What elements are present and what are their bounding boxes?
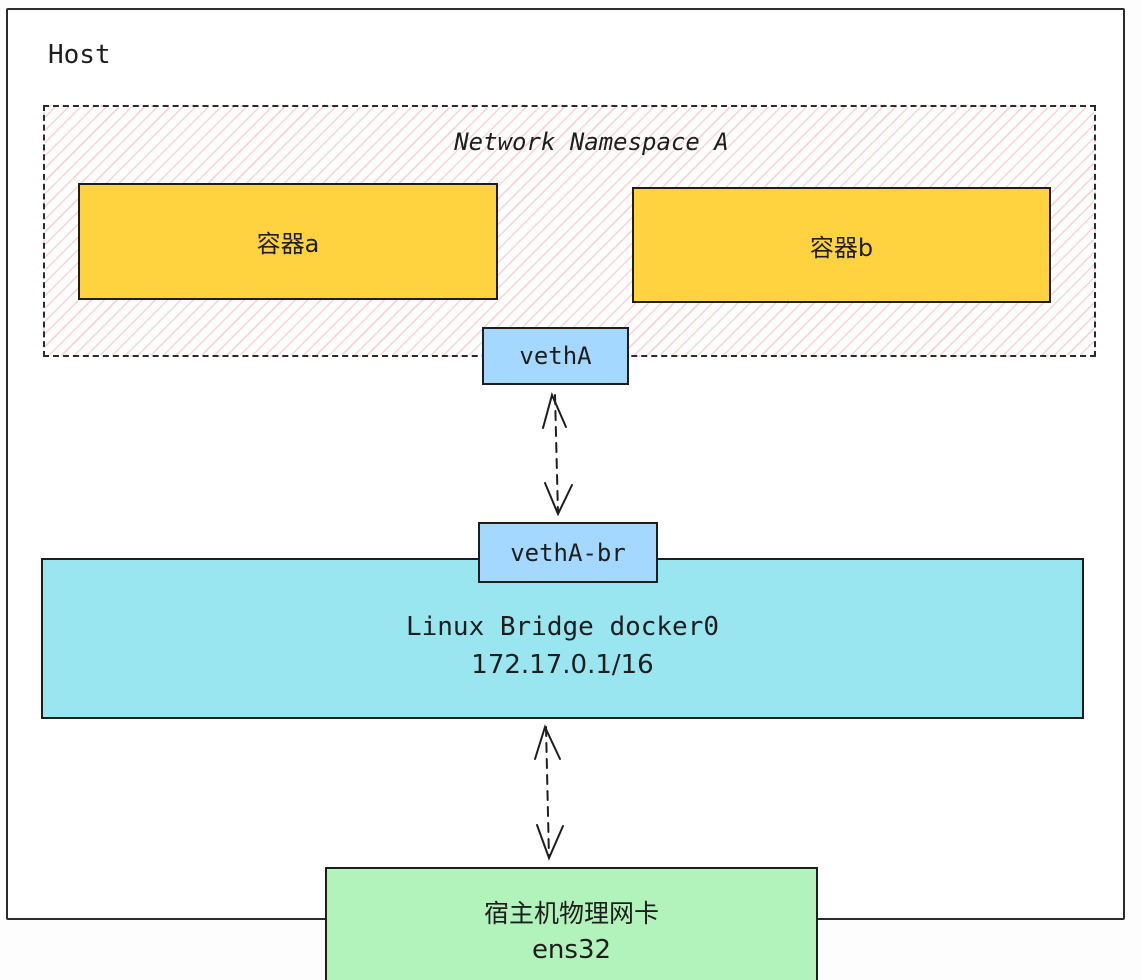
veth-a-port: vethA	[482, 327, 629, 385]
physical-nic-box	[325, 867, 818, 980]
veth-a-label: vethA	[519, 342, 592, 370]
linux-bridge-ip: 172.17.0.1/16	[471, 650, 654, 680]
container-a-box: 容器a	[78, 183, 498, 300]
container-b-label: 容器b	[809, 233, 874, 262]
container-a-label: 容器a	[256, 230, 320, 258]
physical-nic-device: ens32	[531, 935, 612, 965]
linux-bridge-name: Linux Bridge docker0	[405, 612, 720, 642]
network-namespace-label: Network Namespace A	[454, 128, 729, 156]
linux-bridge-box	[41, 558, 1084, 719]
veth-a-br-port: vethA-br	[478, 522, 658, 583]
container-b-box: 容器b	[632, 187, 1051, 303]
physical-nic-name: 宿主机物理网卡	[483, 899, 659, 928]
host-label: Host	[48, 40, 111, 70]
veth-a-br-label: vethA-br	[510, 538, 626, 567]
